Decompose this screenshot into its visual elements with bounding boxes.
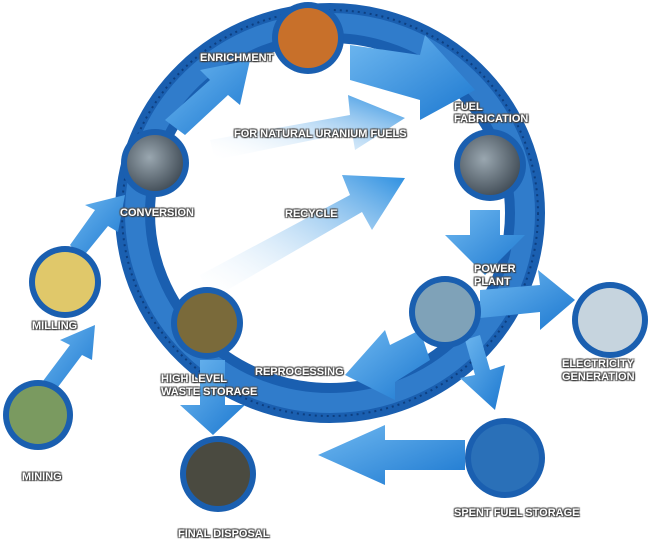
final-disposal-photo <box>180 436 256 512</box>
arrow-enrichment-fab <box>350 35 475 120</box>
hlw-storage-photo <box>171 287 243 359</box>
label-reprocessing: REPROCESSING <box>255 366 344 378</box>
arrow-power-electricity <box>480 270 575 330</box>
arrow-mining-milling <box>40 325 95 395</box>
mining-photo <box>3 380 73 450</box>
label-milling: MILLING <box>32 320 78 332</box>
milling-photo <box>29 246 101 318</box>
label-natural-uranium: FOR NATURAL URANIUM FUELS <box>234 128 407 140</box>
label-hlw-1: HIGH LEVEL <box>161 373 228 385</box>
arrow-recycle <box>200 175 405 300</box>
label-power-plant-1: POWER <box>474 263 516 275</box>
label-mining: MINING <box>22 471 62 483</box>
label-electricity-2: GENERATION <box>562 371 635 383</box>
arrow-power-reprocessing <box>345 330 430 400</box>
label-spent-fuel: SPENT FUEL STORAGE <box>454 507 580 519</box>
flow-arrows <box>40 35 575 485</box>
label-fuel-fabrication-2: FABRICATION <box>454 113 529 125</box>
arrow-power-spent <box>460 335 505 410</box>
arrow-spent-disposal <box>318 425 465 485</box>
label-power-plant-2: PLANT <box>474 276 511 288</box>
fuel-fabrication-photo <box>454 129 526 201</box>
spent-fuel-photo <box>465 418 545 498</box>
label-recycle: RECYCLE <box>285 208 338 220</box>
arrow-conversion-enrichment <box>165 60 250 135</box>
label-conversion: CONVERSION <box>120 207 194 219</box>
conversion-photo <box>121 129 189 197</box>
label-enrichment: ENRICHMENT <box>200 52 274 64</box>
arrow-natural-uranium <box>210 95 405 160</box>
label-fuel-fabrication-1: FUEL <box>454 101 483 113</box>
electricity-photo <box>572 282 648 358</box>
arrow-milling-conversion <box>70 195 125 258</box>
label-hlw-2: WASTE STORAGE <box>161 386 258 398</box>
power-plant-photo <box>409 276 481 348</box>
stage-photos <box>3 2 648 512</box>
arrow-fab-power <box>445 210 525 275</box>
arrow-hlw-disposal <box>180 360 245 435</box>
label-final-disposal: FINAL DISPOSAL <box>178 528 270 540</box>
enrichment-photo <box>272 2 344 74</box>
label-electricity-1: ELECTRICITY <box>562 358 635 370</box>
